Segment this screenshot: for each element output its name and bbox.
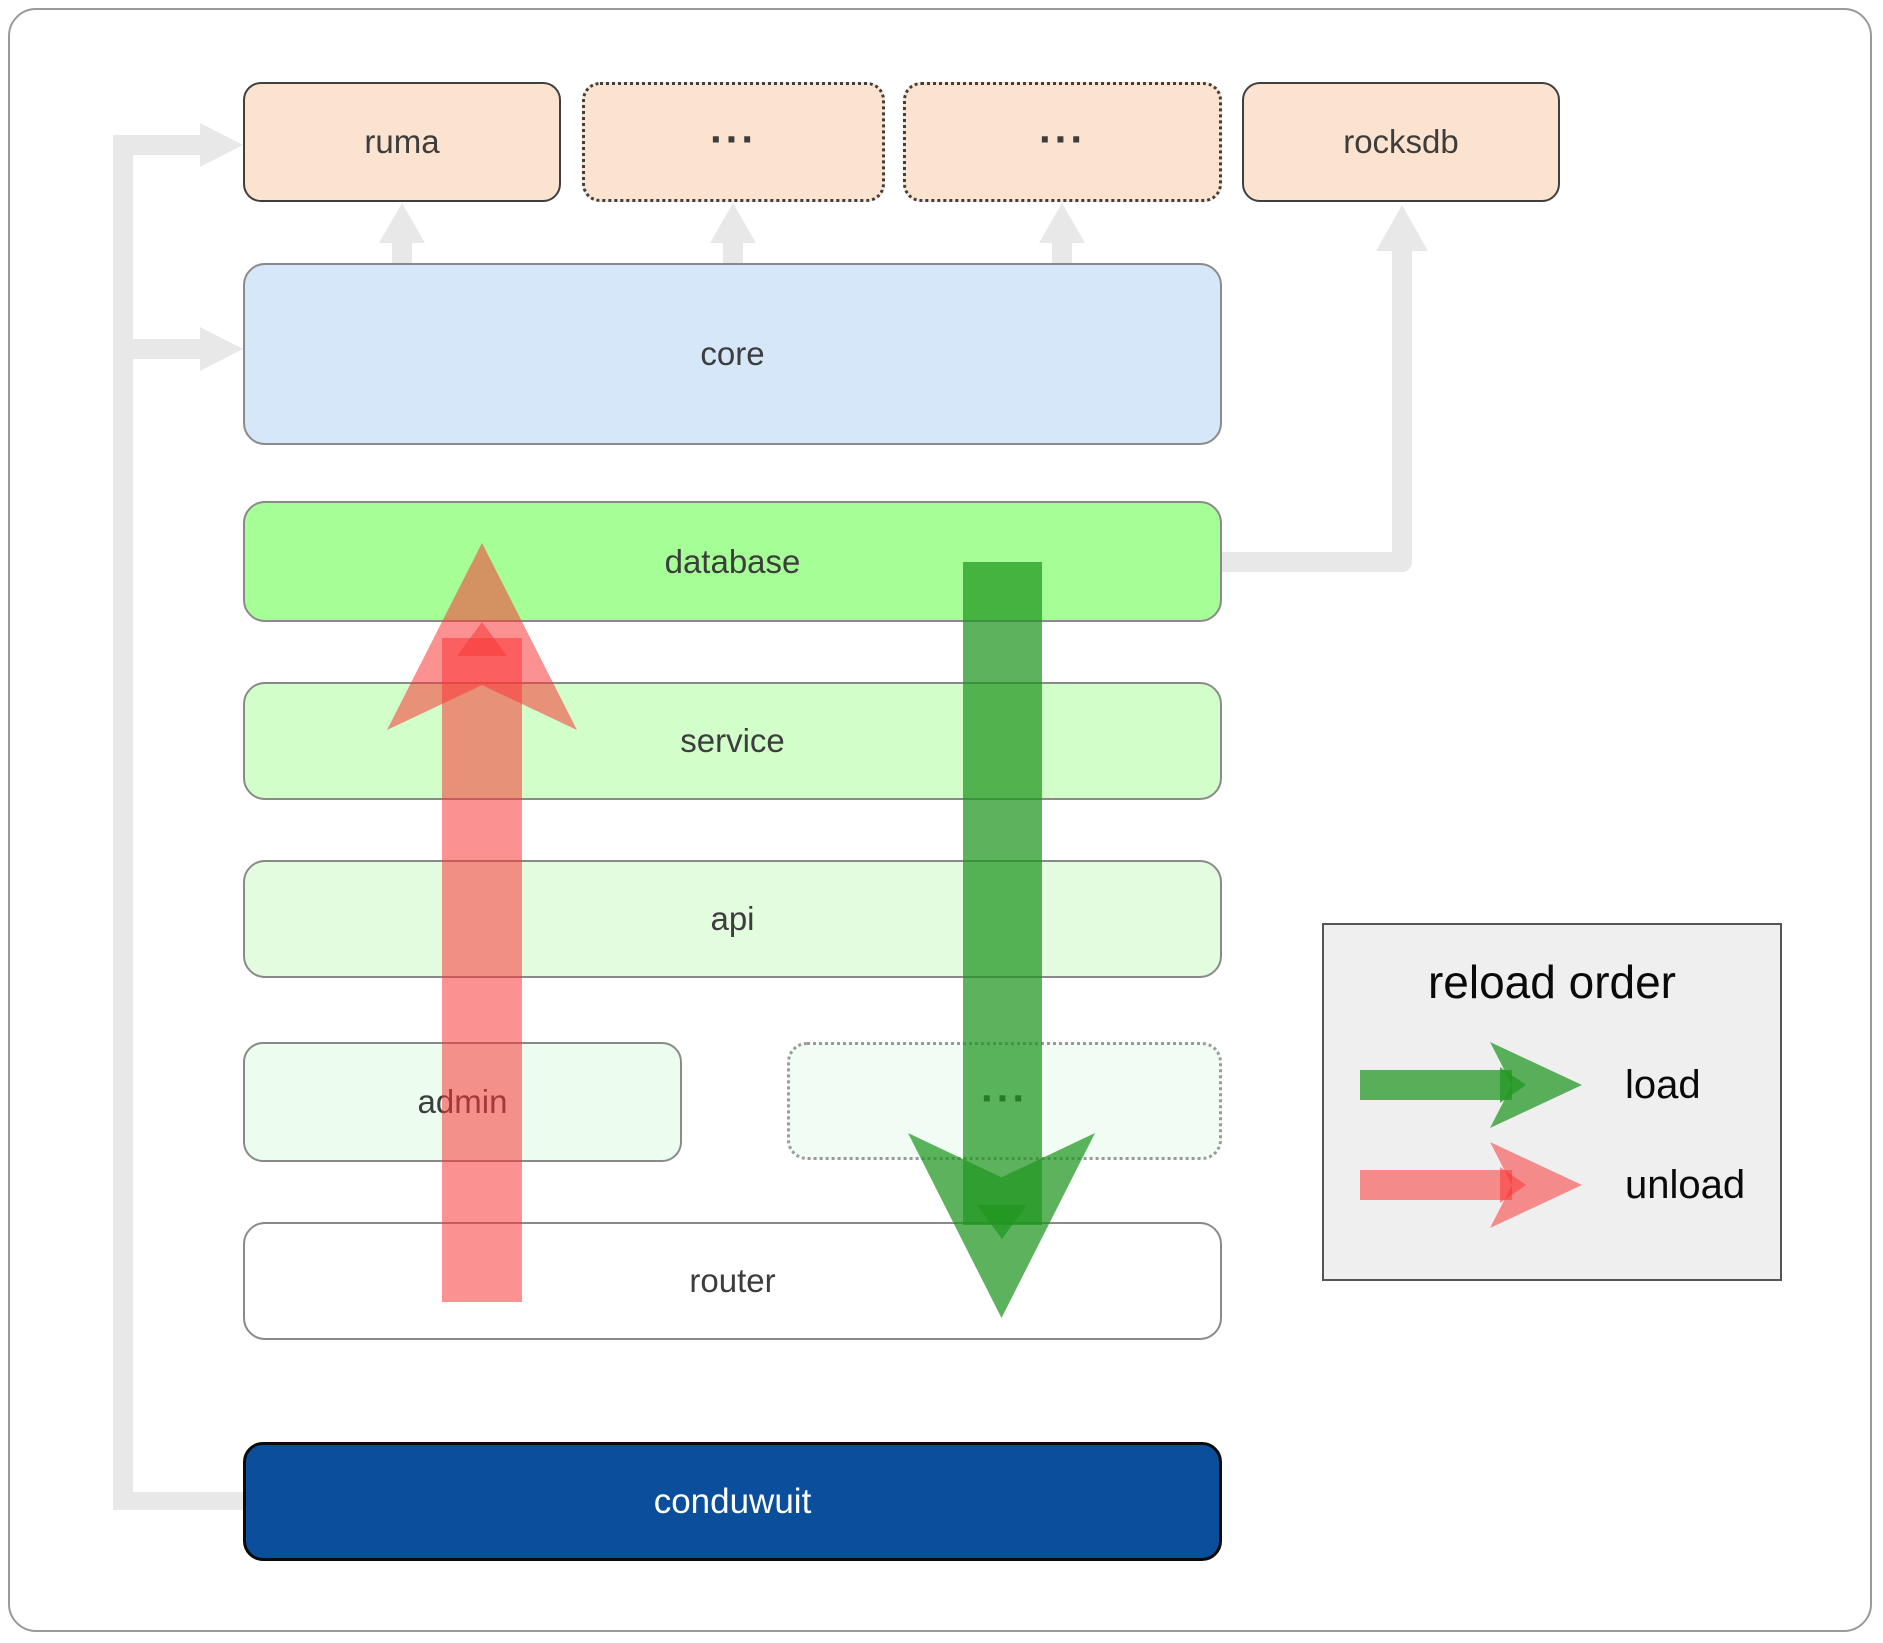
box-api-label: api [710, 900, 755, 937]
box-router-label: router [689, 1262, 776, 1299]
legend-load-label: load [1625, 1062, 1701, 1107]
core-to-ext2-stem [1052, 240, 1072, 264]
load-arrow-shaft [963, 562, 1042, 1225]
box-rocksdb: rocksdb [1242, 82, 1560, 202]
box-api: api [243, 860, 1222, 978]
box-ruma: ruma [243, 82, 561, 202]
legend-load-arrow-shaft [1360, 1070, 1512, 1100]
box-database: database [243, 501, 1222, 622]
box-rocksdb-label: rocksdb [1343, 123, 1459, 160]
box-ruma-label: ruma [364, 123, 440, 160]
box-conduwuit-label: conduwuit [653, 1481, 812, 1521]
legend-unload-label: unload [1625, 1162, 1746, 1207]
connector-to-ruma-line [133, 135, 203, 155]
box-external-crate-1: ... [582, 82, 885, 202]
box-conduwuit: conduwuit [243, 1442, 1222, 1561]
connector-to-core-line [133, 339, 203, 359]
box-router: router [243, 1222, 1222, 1340]
box-core: core [243, 263, 1222, 445]
connector-database-vertical-line [1392, 249, 1412, 564]
legend-unload-arrow-shaft [1360, 1170, 1512, 1200]
box-database-label: database [664, 542, 801, 580]
core-to-ruma-stem [392, 240, 412, 264]
unload-arrow-shaft [442, 638, 522, 1302]
box-service-label: service [680, 722, 785, 759]
box-external-crate-2-label: ... [1038, 104, 1086, 152]
connector-left-vertical-line [113, 135, 133, 1510]
core-to-ext1-stem [723, 240, 743, 264]
box-service: service [243, 682, 1222, 800]
diagram-frame [8, 8, 1872, 1632]
connector-database-horizontal-line [1222, 552, 1412, 572]
box-external-crate-1-label: ... [709, 104, 757, 152]
connector-from-conduwuit-line [133, 1492, 243, 1510]
box-external-crate-2: ... [903, 82, 1222, 202]
legend-title: reload order [1427, 956, 1677, 1008]
box-core-label: core [700, 335, 765, 372]
legend-box [1322, 923, 1782, 1281]
